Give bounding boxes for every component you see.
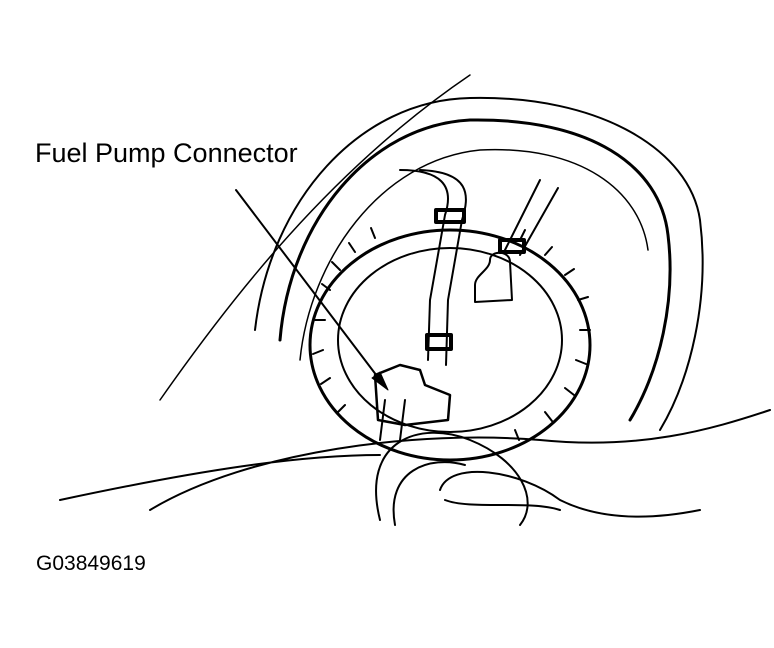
access-opening-outer: [254, 96, 704, 431]
pump-ring-inner: [337, 247, 563, 433]
outer-panel-line: [159, 74, 471, 401]
lower-cable-loop: [439, 470, 701, 518]
hose-clamp-right: [498, 238, 526, 254]
figure-code: G03849619: [36, 552, 146, 575]
callout-arrowhead: [371, 371, 389, 391]
hose-clamp-lower: [425, 333, 453, 351]
hose-clamp-upper: [434, 208, 466, 224]
access-opening-inner: [278, 118, 672, 422]
pump-ring-outer: [308, 228, 592, 462]
fuel-pump-connector: [373, 363, 452, 427]
lower-body-line: [59, 409, 771, 511]
callout-label: Fuel Pump Connector: [35, 138, 298, 168]
pump-ring-teeth: [312, 227, 591, 441]
lower-hose-loop: [375, 431, 529, 526]
fitting-right: [474, 251, 513, 303]
callout-leader-line: [235, 189, 381, 381]
access-opening-rim: [299, 148, 649, 361]
connector-wire: [379, 399, 406, 441]
